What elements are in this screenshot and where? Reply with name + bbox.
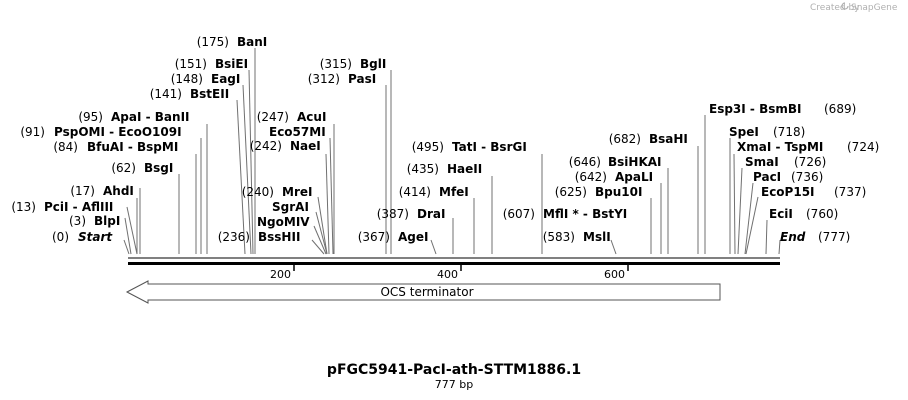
site-pos-bsiei: (151) (175, 57, 207, 71)
site-pos-haeii: (435) (407, 162, 439, 176)
site-bsshii[interactable]: BssHII (258, 230, 300, 244)
site-ahdi[interactable]: AhdI (103, 184, 134, 198)
site-spei[interactable]: SpeI (729, 125, 759, 139)
tick-label-200: 200 (270, 268, 291, 281)
site-xmai-tspmi[interactable]: XmaI - TspMI (737, 140, 823, 154)
site-ecii[interactable]: EciI (769, 207, 793, 221)
site-bsihkai[interactable]: BsiHKAI (608, 155, 662, 169)
site-pos-xmai: (724) (847, 140, 879, 154)
site-sgrai[interactable]: SgrAI (272, 200, 309, 214)
plasmid-title: pFGC5941-PacI-ath-STTM1886.1 (327, 362, 581, 378)
credit-brand: SnapGene (851, 3, 898, 13)
site-msli[interactable]: MslI (583, 230, 611, 244)
site-pos-eagi: (148) (171, 72, 203, 86)
site-bsteii[interactable]: BstEII (190, 87, 229, 101)
site-pos-pspomi: (91) (20, 125, 45, 139)
site-eagi[interactable]: EagI (211, 72, 240, 86)
site-acui[interactable]: AcuI (297, 110, 326, 124)
site-pos-smai: (726) (794, 155, 826, 169)
site-apali[interactable]: ApaLI (615, 170, 653, 184)
site-tati-bsrgi[interactable]: TatI - BsrGI (452, 140, 527, 154)
site-eco57mi[interactable]: Eco57MI (269, 125, 326, 139)
site-pos-start: (0) (52, 230, 69, 244)
site-pos-mrei: (240) (242, 185, 274, 199)
site-bsgi[interactable]: BsgI (144, 161, 173, 175)
site-haeii[interactable]: HaeII (447, 162, 482, 176)
site-bani[interactable]: BanI (237, 35, 267, 49)
site-drai[interactable]: DraI (417, 207, 445, 221)
site-pos-mfei: (414) (399, 185, 431, 199)
site-esp3i-bsmbi[interactable]: Esp3I - BsmBI (709, 102, 801, 116)
site-leader-lines (123, 48, 781, 255)
feature-label: OCS terminator (380, 285, 473, 299)
tick-label-400: 400 (437, 268, 458, 281)
start-label[interactable]: Start (78, 230, 113, 244)
end-label[interactable]: End (780, 230, 806, 244)
site-pos-bgli: (315) (320, 57, 352, 71)
site-pos-ecii: (760) (806, 207, 838, 221)
site-pos-tati: (495) (412, 140, 444, 154)
site-pos-bani: (175) (197, 35, 229, 49)
site-pos-paci: (736) (791, 170, 823, 184)
site-pos-apali: (642) (575, 170, 607, 184)
site-ngomiv[interactable]: NgoMIV (257, 215, 310, 229)
tick-marks (293, 265, 629, 271)
site-pos-bsahi: (682) (609, 132, 641, 146)
site-smai[interactable]: SmaI (745, 155, 779, 169)
snapgene-logo (841, 2, 849, 10)
ocs-terminator-feature[interactable]: OCS terminator (125, 280, 721, 304)
plasmid-length: 777 bp (435, 378, 473, 391)
site-pos-ahdi: (17) (70, 184, 95, 198)
site-pos-pasi: (312) (308, 72, 340, 86)
site-pasi[interactable]: PasI (348, 72, 376, 86)
tick-label-600: 600 (604, 268, 625, 281)
site-pos-pcii: (13) (11, 200, 36, 214)
site-bfuai-bspmi[interactable]: BfuAI - BspMI (87, 140, 178, 154)
site-mrei[interactable]: MreI (282, 185, 312, 199)
site-naei[interactable]: NaeI (290, 139, 321, 153)
site-pos-apai: (95) (78, 110, 103, 124)
site-pspomi-ecoo109i[interactable]: PspOMI - EcoO109I (54, 125, 182, 139)
site-pos-acui: (247) (257, 110, 289, 124)
site-bsahi[interactable]: BsaHI (649, 132, 688, 146)
site-pos-bsgi: (62) (111, 161, 136, 175)
site-paci[interactable]: PacI (753, 170, 781, 184)
site-mfei[interactable]: MfeI (439, 185, 469, 199)
site-pos-drai: (387) (377, 207, 409, 221)
site-bsiei[interactable]: BsiEI (215, 57, 248, 71)
feature-arrow[interactable] (125, 280, 721, 304)
site-pos-agei: (367) (358, 230, 390, 244)
site-pos-bsteii: (141) (150, 87, 182, 101)
site-pos-bsshii: (236) (218, 230, 250, 244)
site-apai-banii[interactable]: ApaI - BanII (111, 110, 190, 124)
site-pos-naei: (242) (250, 139, 282, 153)
sequence-backbone (128, 262, 780, 265)
site-pos-bpu10i: (625) (555, 185, 587, 199)
site-pos-mfli: (607) (503, 207, 535, 221)
credit-prefix: Created by (810, 3, 860, 13)
site-mfli-bstyi[interactable]: MflI * - BstYI (543, 207, 627, 221)
site-pos-bsihkai: (646) (569, 155, 601, 169)
site-ecop15i[interactable]: EcoP15I (761, 185, 815, 199)
site-bpu10i[interactable]: Bpu10I (595, 185, 642, 199)
site-bgli[interactable]: BglI (360, 57, 386, 71)
site-pos-bfuai: (84) (53, 140, 78, 154)
site-blpi[interactable]: BlpI (94, 214, 120, 228)
site-pos-blpi: (3) (69, 214, 86, 228)
site-pcii-afliii[interactable]: PciI - AflIII (44, 200, 113, 214)
site-pos-spei: (718) (773, 125, 805, 139)
site-pos-ecop15i: (737) (834, 185, 866, 199)
site-agei[interactable]: AgeI (398, 230, 428, 244)
site-pos-end: (777) (818, 230, 850, 244)
site-pos-esp3i: (689) (824, 102, 856, 116)
restriction-site-labels: (0) Start (3) BlpI (13) PciI - AflIII (1… (11, 35, 879, 244)
site-pos-msli: (583) (543, 230, 575, 244)
